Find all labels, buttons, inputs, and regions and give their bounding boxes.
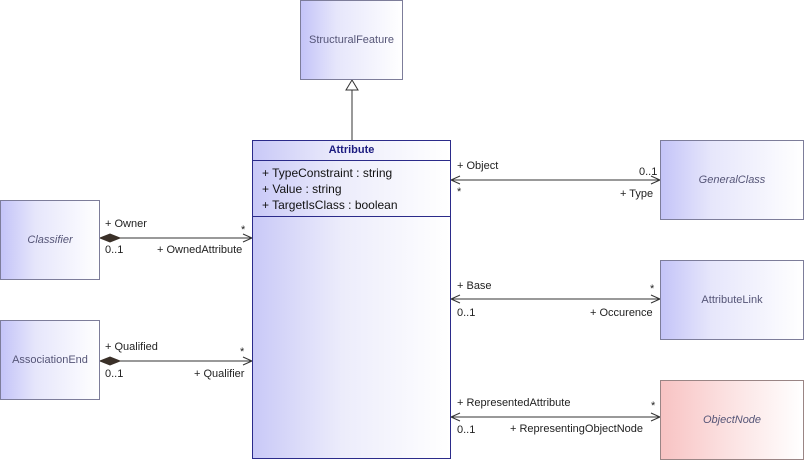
class-structural-feature[interactable]: StructuralFeature (300, 0, 403, 80)
role-owner: + Owner (105, 218, 147, 230)
mult-representing-object-node: * (651, 400, 656, 412)
role-qualified: + Qualified (105, 341, 158, 353)
role-object: + Object (457, 160, 499, 172)
class-name: Classifier (27, 234, 73, 246)
mult-occurence: * (650, 283, 655, 295)
role-type: + Type (620, 188, 654, 200)
class-name: ObjectNode (702, 414, 762, 426)
mult-qualifier: * (240, 346, 245, 358)
class-attribute-link[interactable]: AttributeLink (660, 260, 804, 340)
mult-owner: 0..1 (105, 244, 124, 256)
role-qualifier: + Qualifier (194, 368, 245, 380)
role-base: + Base (457, 280, 492, 292)
class-name: GeneralClass (698, 174, 766, 186)
mult-base: 0..1 (457, 307, 476, 319)
class-name: StructuralFeature (309, 34, 394, 46)
class-general-class[interactable]: GeneralClass (660, 140, 804, 220)
attribute-item: + Value : string (262, 182, 342, 196)
class-attribute[interactable]: Attribute + TypeConstraint : string + Va… (252, 140, 451, 459)
role-owned-attribute: + OwnedAttribute (157, 244, 243, 256)
class-association-end[interactable]: AssociationEnd (0, 320, 100, 400)
attribute-item: + TargetIsClass : boolean (262, 198, 398, 212)
class-object-node[interactable]: ObjectNode (660, 380, 804, 460)
attribute-list: + TypeConstraint : string + Value : stri… (253, 161, 450, 217)
represented-association (449, 412, 662, 422)
generalization-arrow (345, 79, 359, 140)
mult-object: * (457, 186, 462, 198)
attribute-item: + TypeConstraint : string (262, 166, 393, 180)
role-occurence: + Occurence (590, 307, 653, 319)
qualified-association (98, 356, 254, 366)
base-association (449, 294, 662, 304)
class-name: Attribute (253, 141, 450, 161)
object-association (449, 175, 662, 185)
class-classifier[interactable]: Classifier (0, 200, 100, 280)
mult-represented-attribute: 0..1 (457, 424, 476, 436)
role-representing-object-node: + RepresentingObjectNode (510, 423, 643, 435)
mult-type: 0..1 (639, 166, 658, 178)
owner-association (98, 233, 254, 243)
mult-qualified: 0..1 (105, 368, 124, 380)
role-represented-attribute: + RepresentedAttribute (457, 397, 571, 409)
mult-owned-attribute: * (241, 224, 246, 236)
class-name: AttributeLink (701, 294, 763, 306)
class-name: AssociationEnd (12, 354, 88, 366)
